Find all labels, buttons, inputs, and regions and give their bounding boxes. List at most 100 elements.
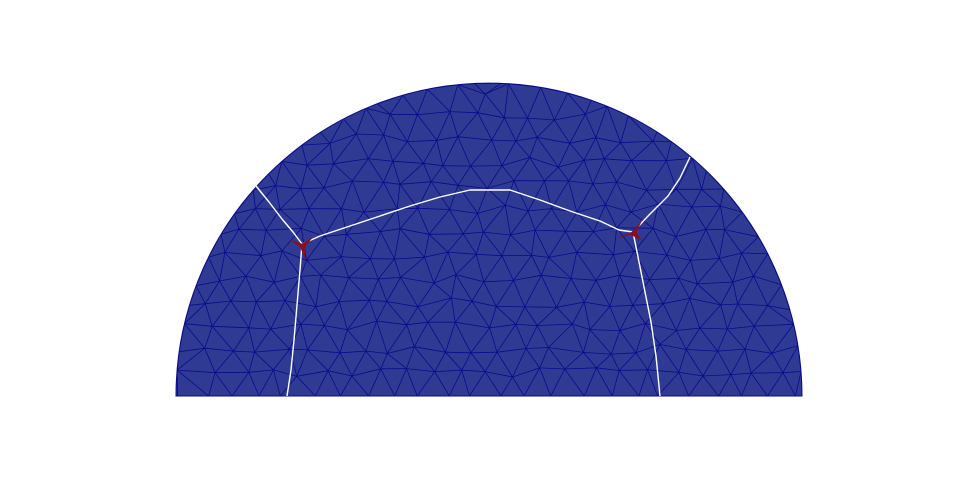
mesh-edge <box>645 303 664 324</box>
mesh-edge <box>245 275 275 283</box>
mesh-edge <box>378 277 401 280</box>
mesh-edge <box>787 50 800 66</box>
mesh-edge <box>463 231 484 235</box>
mesh-edge <box>527 83 538 86</box>
mesh-edge <box>402 94 418 115</box>
mesh-edge <box>417 208 430 235</box>
mesh-edge <box>564 367 597 370</box>
mesh-edge <box>289 323 302 350</box>
mesh-edge <box>247 141 269 174</box>
mesh-edge <box>662 278 679 304</box>
mesh-edge <box>447 251 457 275</box>
mesh-edge <box>676 189 693 208</box>
mesh-edge <box>193 83 206 95</box>
mesh-edge <box>417 114 438 141</box>
mesh-edge <box>355 133 369 159</box>
mesh-edge <box>341 256 349 278</box>
mesh-edge <box>367 158 384 183</box>
mesh-edge <box>375 41 406 45</box>
mesh-edge <box>717 88 735 114</box>
mesh-edge <box>619 369 648 371</box>
mesh-edge <box>496 306 525 308</box>
mesh-edge <box>363 208 398 213</box>
mesh-edge <box>202 113 227 117</box>
mesh-edge <box>839 183 854 211</box>
mesh-edge <box>823 259 843 281</box>
mesh-edge <box>307 349 341 354</box>
mesh-edge <box>692 139 709 159</box>
mesh-edge <box>527 117 538 138</box>
mesh-edge <box>836 234 853 254</box>
mesh-edge <box>163 141 175 160</box>
mesh-edge <box>611 352 637 355</box>
mesh-edge <box>451 274 457 298</box>
mesh-edge <box>783 92 799 116</box>
mesh-edge <box>224 252 262 257</box>
mesh-edge <box>117 67 144 73</box>
mesh-edge <box>742 207 767 213</box>
mesh-edge <box>145 302 161 324</box>
mesh-edge <box>306 143 331 166</box>
mesh-edge <box>616 181 632 213</box>
mesh-edge <box>592 158 605 185</box>
mesh-edge <box>606 106 622 143</box>
mesh-edge <box>226 94 246 116</box>
mesh-edge <box>185 41 215 50</box>
mesh-edge <box>753 305 768 327</box>
mesh-edge <box>548 251 577 258</box>
mesh-edge <box>691 206 707 230</box>
mesh-edge <box>527 87 542 119</box>
mesh-edge <box>645 41 665 64</box>
mesh-edge <box>430 181 450 210</box>
mesh-edge <box>556 301 585 308</box>
mesh-edge <box>706 140 709 171</box>
mesh-edge <box>392 160 424 164</box>
mesh-edge <box>619 251 635 276</box>
mesh-edge <box>370 231 381 259</box>
mesh-edge <box>231 42 243 71</box>
mesh-edge <box>273 348 290 371</box>
mesh-edge <box>289 44 302 65</box>
mesh-edge <box>774 112 799 116</box>
mesh-edge <box>496 306 517 325</box>
mesh-edge <box>536 119 555 138</box>
mesh-edge <box>699 83 712 94</box>
mesh-edge <box>134 325 161 328</box>
mesh-edge <box>711 69 742 71</box>
mesh-edge <box>320 274 349 278</box>
mesh-edge <box>167 67 170 96</box>
mesh-edge <box>809 279 842 281</box>
mesh-edge <box>558 143 571 168</box>
mesh-edge <box>808 111 821 142</box>
mesh-edge <box>124 162 138 190</box>
mesh-edge <box>455 254 477 275</box>
mesh-edge <box>457 84 486 95</box>
mesh-edge <box>323 236 342 257</box>
mesh-edge <box>286 116 307 120</box>
mesh-edge <box>399 208 419 229</box>
mesh-edge <box>150 95 167 114</box>
mesh-edge <box>733 88 758 97</box>
mesh-edge <box>819 67 847 71</box>
mesh-edge <box>554 113 586 121</box>
mesh-edge <box>616 227 635 252</box>
mesh-edge <box>191 227 222 235</box>
mesh-edge <box>247 110 263 143</box>
mesh-edge <box>788 141 802 144</box>
mesh-edge <box>753 275 768 306</box>
mesh-edge <box>616 211 632 229</box>
mesh-edge <box>176 113 203 117</box>
mesh-edge <box>258 369 274 397</box>
mesh-edge <box>647 369 658 397</box>
mesh-edge <box>445 351 471 354</box>
mesh-edge <box>323 163 334 189</box>
mesh-edge <box>733 83 743 89</box>
mesh-edge <box>471 301 490 329</box>
mesh-edge <box>245 275 257 302</box>
mesh-edge <box>363 181 384 213</box>
mesh-edge <box>291 83 311 93</box>
mesh-edge <box>176 160 193 182</box>
domain-boundary <box>175 82 803 397</box>
mesh-edge <box>417 181 432 209</box>
mesh-edge <box>274 86 293 93</box>
